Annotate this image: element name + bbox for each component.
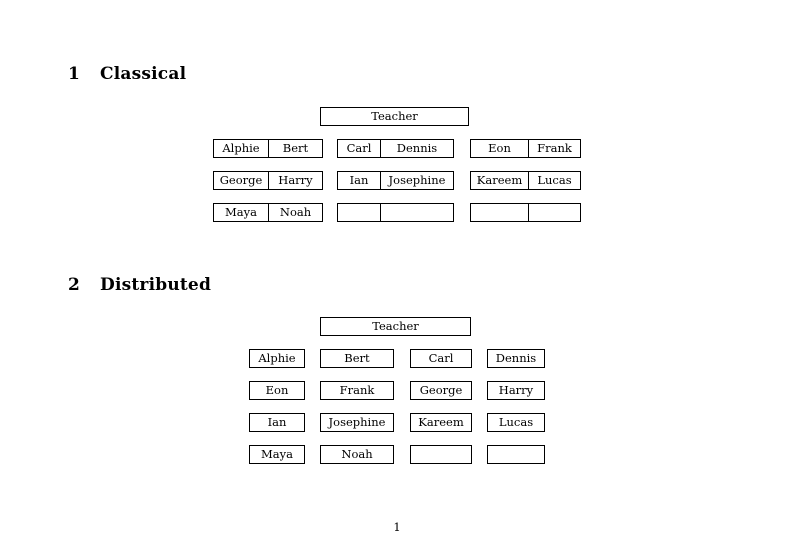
classical-cell: Lucas	[537, 173, 572, 187]
classical-pair-group: Maya Noah	[213, 203, 323, 222]
classical-cell: Eon	[471, 140, 529, 157]
classical-cell: Maya	[214, 204, 269, 221]
distributed-box: Carl	[410, 349, 472, 368]
classical-cell-empty	[529, 204, 580, 221]
section-heading-classical: 1 Classical	[68, 66, 186, 83]
distributed-box-empty	[487, 445, 545, 464]
distributed-box: Alphie	[249, 349, 305, 368]
section-heading-distributed: 2 Distributed	[68, 277, 211, 294]
classical-pair-group	[337, 203, 454, 222]
classical-pair-group: Carl Dennis	[337, 139, 454, 158]
distributed-box: Lucas	[487, 413, 545, 432]
classical-cell: Carl	[338, 140, 381, 157]
distributed-box: Noah	[320, 445, 394, 464]
classical-pair-group: Alphie Bert	[213, 139, 323, 158]
classical-pair-group: Ian Josephine	[337, 171, 454, 190]
distributed-box: Maya	[249, 445, 305, 464]
classical-cell: Ian	[338, 172, 381, 189]
classical-cell: George	[214, 172, 269, 189]
classical-cell: Noah	[279, 205, 312, 219]
distributed-box: Eon	[249, 381, 305, 400]
classical-cell: Bert	[282, 141, 309, 155]
classical-pair-group: George Harry	[213, 171, 323, 190]
classical-cell-empty	[381, 204, 453, 221]
classical-cell: Dennis	[396, 141, 438, 155]
distributed-box: George	[410, 381, 472, 400]
classical-pair-group: Eon Frank	[470, 139, 581, 158]
classical-teacher-box: Teacher	[320, 107, 469, 126]
distributed-teacher-box: Teacher	[320, 317, 471, 336]
section-title: Classical	[100, 64, 187, 84]
classical-cell: Alphie	[214, 140, 269, 157]
classical-cell-empty	[338, 204, 381, 221]
classical-cell: Frank	[537, 141, 572, 155]
page-number: 1	[393, 520, 401, 534]
distributed-box: Ian	[249, 413, 305, 432]
distributed-box: Dennis	[487, 349, 545, 368]
section-number: 1	[68, 64, 81, 84]
classical-cell-empty	[471, 204, 529, 221]
classical-cell: Josephine	[388, 173, 446, 187]
distributed-box: Harry	[487, 381, 545, 400]
distributed-box: Frank	[320, 381, 394, 400]
section-number: 2	[68, 275, 81, 295]
distributed-box-empty	[410, 445, 472, 464]
distributed-box: Kareem	[410, 413, 472, 432]
distributed-box: Bert	[320, 349, 394, 368]
classical-cell: Harry	[278, 173, 313, 187]
section-title: Distributed	[100, 275, 212, 295]
distributed-box: Josephine	[320, 413, 394, 432]
classical-pair-group: Kareem Lucas	[470, 171, 581, 190]
classical-pair-group	[470, 203, 581, 222]
classical-cell: Kareem	[471, 172, 529, 189]
